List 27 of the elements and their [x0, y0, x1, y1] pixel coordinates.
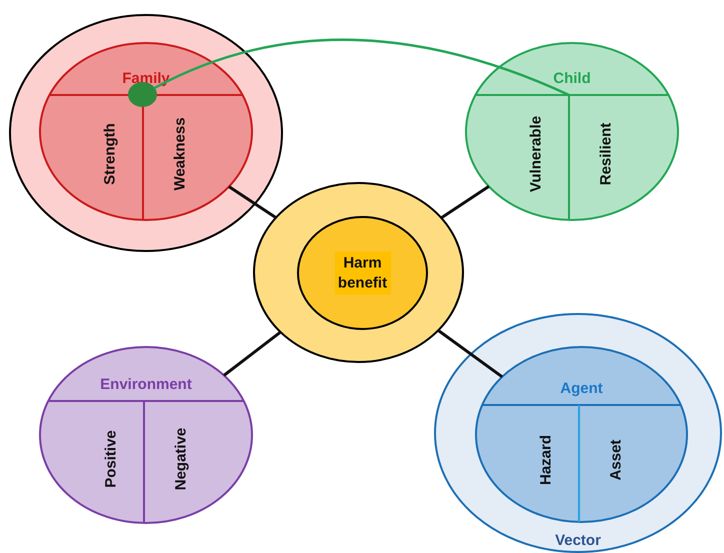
section-label: Resilient [598, 122, 614, 186]
ring-ellipse [9, 14, 283, 252]
section-title: Agent [559, 380, 604, 397]
section-title: Child [552, 70, 592, 87]
section-label: Vulnerable [528, 116, 544, 192]
curved-connector [153, 38, 570, 96]
ring-label: Vector [554, 532, 602, 549]
section-label: Weakness [172, 118, 188, 191]
section-title: Environment [99, 376, 193, 393]
split-ellipse [465, 42, 679, 221]
ring-ellipse [253, 182, 464, 363]
connector-line [437, 329, 503, 378]
section-label: Positive [102, 430, 120, 488]
connector-line [440, 185, 490, 220]
outer-ellipse [434, 313, 722, 553]
section-title: Family [121, 70, 171, 87]
split-ellipse [39, 346, 253, 524]
split-ellipse [475, 346, 688, 523]
section-label: Hazard [538, 435, 554, 486]
center-label: Harm benefit [334, 252, 390, 294]
center-ellipse [297, 216, 428, 330]
section-label: Asset [608, 440, 624, 481]
split-ellipse [39, 42, 253, 221]
section-label: Negative [172, 428, 190, 490]
section-label: Strength [102, 123, 118, 186]
connector-line [228, 185, 277, 219]
connector-line [223, 330, 282, 377]
